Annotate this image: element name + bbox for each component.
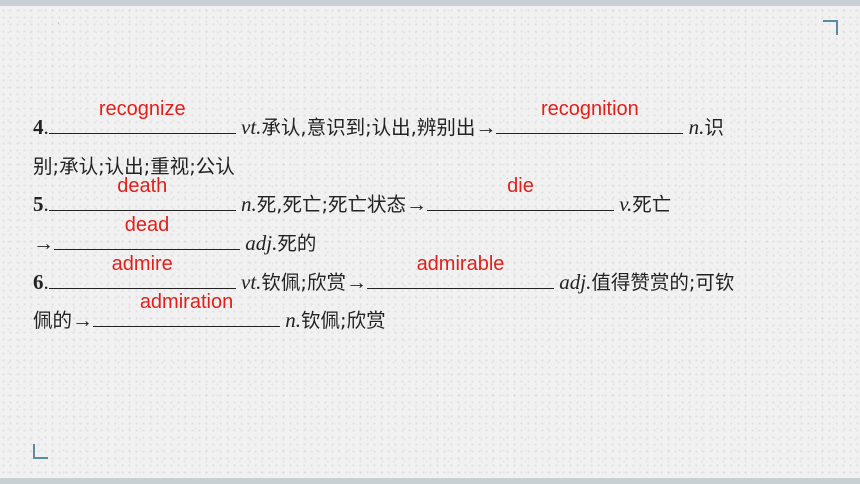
part-of-speech: n. (285, 308, 302, 333)
bottom-border (0, 478, 860, 484)
arrow: → (475, 115, 497, 139)
part-of-speech: vt. (241, 115, 262, 139)
answer-blank: death (48, 175, 236, 212)
meaning: 佩的 (33, 309, 73, 333)
arrow: → (406, 192, 428, 217)
item-6-line-1: 6.admire vt.钦佩;欣赏→admirable adj.值得赞赏的;可钦 (33, 252, 735, 294)
meaning: 值得赞赏的;可钦 (591, 270, 735, 294)
part-of-speech: adj. (245, 231, 278, 256)
answer-blank: admire (48, 253, 236, 289)
derived-answer-blank: recognition (496, 98, 684, 134)
corner-bracket-top-right (823, 20, 838, 35)
meaning: 钦佩;欣赏 (301, 309, 386, 333)
part-of-speech: n. (688, 115, 705, 139)
derived-answer-blank: admiration (93, 291, 281, 328)
answer-text: admirable (416, 252, 505, 275)
arrow: → (72, 308, 94, 333)
derived-answer-blank: admirable (366, 253, 554, 289)
answer-text: recognition (540, 97, 639, 120)
part-of-speech: v. (619, 192, 633, 217)
answer-text: admiration (139, 291, 234, 314)
answer-text: dead (124, 214, 170, 237)
meaning: 识 (704, 116, 724, 139)
answer-text: die (507, 175, 534, 198)
answer-text: death (117, 175, 168, 198)
part-of-speech: adj. (559, 269, 592, 294)
arrow: → (345, 269, 367, 294)
part-of-speech: vt. (241, 269, 262, 294)
meaning: 死的 (277, 232, 317, 256)
answer-text: admire (111, 252, 173, 275)
item-5-line-1: 5.death n.死,死亡;死亡状态→die v.死亡 (33, 175, 672, 217)
meaning: 承认,意识到;认出,辨别出 (261, 116, 476, 139)
arrow: → (33, 231, 54, 256)
answer-text: recognize (98, 97, 186, 120)
item-number: 5 (33, 192, 44, 217)
meaning: 死,死亡;死亡状态 (256, 193, 407, 217)
top-border (0, 0, 860, 6)
item-number: 4 (33, 115, 44, 139)
meaning: 别;承认;认出;重视;公认 (33, 154, 235, 178)
dot-mark: · (57, 19, 60, 28)
vocab-exercise: 4.recognize vt.承认,意识到;认出,辨别出→recognition… (33, 97, 833, 340)
derived-answer-blank: dead (54, 214, 240, 251)
item-6-line-2: 佩的→ admiration n.钦佩;欣赏 (33, 291, 833, 340)
corner-bracket-bottom-left (33, 444, 48, 459)
meaning: 钦佩;欣赏 (261, 270, 346, 294)
meaning: 死亡 (632, 193, 672, 217)
item-number: 6 (33, 269, 44, 294)
part-of-speech: n. (241, 192, 257, 217)
item-4-line-2: 别;承认;认出;重视;公认 (33, 147, 833, 186)
derived-answer-blank: die (427, 175, 615, 212)
answer-blank: recognize (48, 98, 236, 134)
item-4-line-1: 4.recognize vt.承认,意识到;认出,辨别出→recognition… (33, 97, 724, 139)
item-5-line-2: → dead adj.死的 (33, 214, 833, 263)
